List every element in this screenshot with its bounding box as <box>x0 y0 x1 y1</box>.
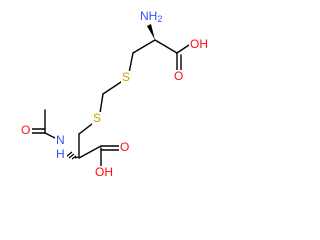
atom-oh-bottom: OH <box>94 165 114 180</box>
bond-ca-cooh-top <box>154 39 178 54</box>
atom-nh: N H <box>55 133 67 162</box>
bond-s-mid-ch2-bottom <box>78 123 93 135</box>
molecule-diagram: NH2 OH O S S O N H <box>20 9 209 180</box>
svg-text:O: O <box>174 69 183 83</box>
atom-o-bottom: O <box>119 140 131 155</box>
svg-text:OH: OH <box>190 37 208 51</box>
svg-text:O: O <box>120 140 129 154</box>
molecule-structure-canvas: NH2 OH O S S O N H <box>20 9 209 180</box>
svg-text:NH2: NH2 <box>140 9 162 24</box>
atom-oh-top: OH <box>189 37 209 52</box>
svg-text:O: O <box>21 123 30 137</box>
atom-o-acetyl: O <box>20 123 32 138</box>
atom-o-top: O <box>173 69 185 84</box>
bond-ch2-s-top <box>128 52 134 74</box>
svg-text:N: N <box>56 133 65 147</box>
svg-text:S: S <box>93 111 101 125</box>
bond-cooh-oh-top <box>176 44 190 54</box>
stereo-hash-bottom <box>65 151 79 160</box>
bond-ca-ch2-top <box>132 39 156 54</box>
atom-s-mid: S <box>92 111 102 126</box>
svg-text:H: H <box>56 147 65 161</box>
bond-nh-acetyl-c <box>44 132 56 139</box>
svg-text:S: S <box>122 70 130 84</box>
stereo-wedge-top <box>147 24 155 40</box>
atom-s-top: S <box>121 70 131 85</box>
atom-nh2-top: NH2 <box>139 9 163 24</box>
bond-s-top-ch2-bridge <box>102 81 122 95</box>
svg-text:OH: OH <box>95 165 113 179</box>
bond-ch2-bridge-s-mid <box>99 93 104 114</box>
bond-ca-cooh-bottom <box>78 145 102 159</box>
